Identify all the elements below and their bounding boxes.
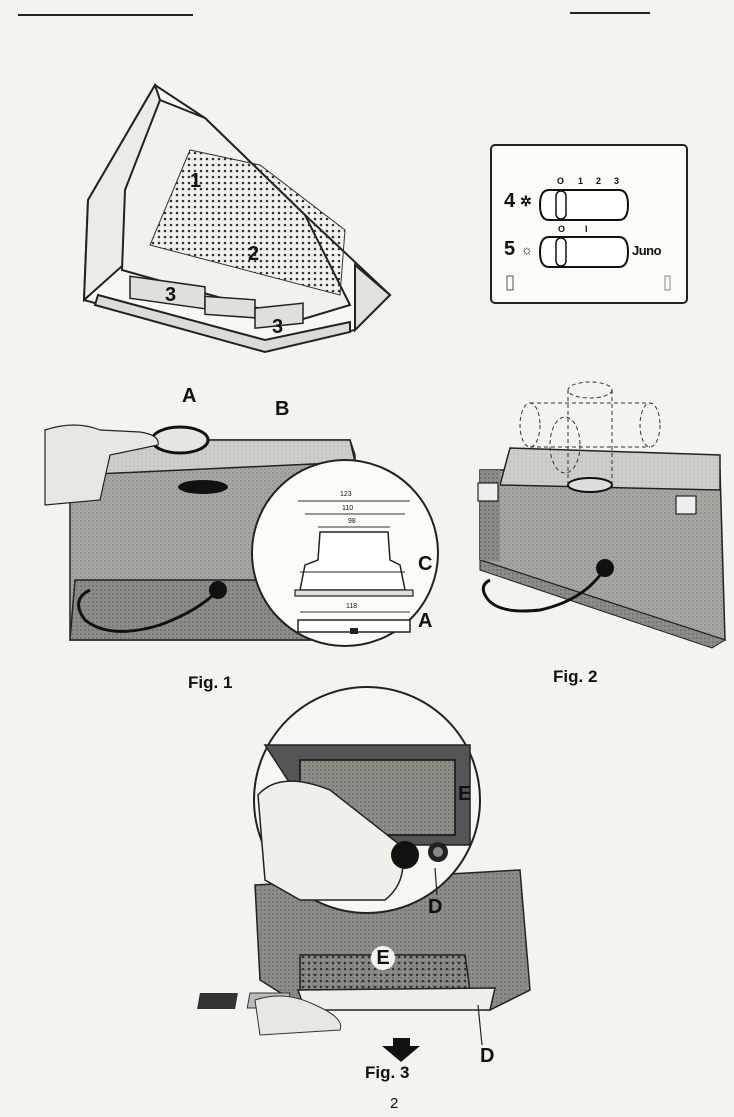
page-number: 2 (390, 1095, 399, 1112)
fig3-label-d-mid: D (428, 896, 443, 918)
fig1-dimension-110: 110 (342, 505, 354, 512)
fig2-caption: Fig. 2 (553, 667, 598, 686)
fig3-label-e-filter: E (371, 946, 395, 970)
hood-label-1: 1 (190, 170, 202, 192)
brand-logo: Juno (632, 243, 662, 258)
fig1-caption: Fig. 1 (188, 673, 233, 692)
control-panel-drawing (490, 144, 688, 304)
light-position-0: O (558, 224, 566, 234)
fig1-label-c: C (418, 553, 433, 575)
fan-icon: ✲ (520, 193, 532, 209)
top-rule-right (570, 12, 650, 14)
fig3-drawing (197, 686, 531, 1062)
fig3-label-d-bottom: D (480, 1045, 495, 1067)
fig1-label-b: B (275, 398, 290, 420)
hood-label-2: 2 (248, 243, 260, 265)
hood-drawing (82, 82, 392, 354)
hood-label-3-left: 3 (165, 284, 177, 306)
down-arrow-icon (382, 1038, 420, 1062)
fig2-drawing (477, 381, 727, 649)
light-bulb-icon: ☼ (521, 242, 533, 257)
fig1-drawing (44, 424, 439, 647)
fig1-dimension-98: 98 (348, 518, 356, 525)
fan-position-0: O (557, 176, 565, 186)
fan-position-1: 1 (578, 176, 584, 186)
fig3-caption: Fig. 3 (365, 1063, 410, 1082)
fig3-label-e-top: E (458, 783, 472, 805)
hood-label-3-right: 3 (272, 316, 284, 338)
fan-position-2: 2 (596, 176, 602, 186)
light-position-1: I (585, 224, 588, 234)
fig1-label-a-detail: A (418, 610, 433, 632)
fig1-dimension-118: 118 (346, 603, 358, 610)
fig1-label-a-top: A (182, 385, 197, 407)
top-rule-left (18, 14, 193, 16)
fan-control-number: 4 (504, 190, 516, 212)
fig1-dimension-123: 123 (340, 491, 352, 498)
light-control-number: 5 (504, 238, 516, 260)
fan-position-3: 3 (614, 176, 620, 186)
